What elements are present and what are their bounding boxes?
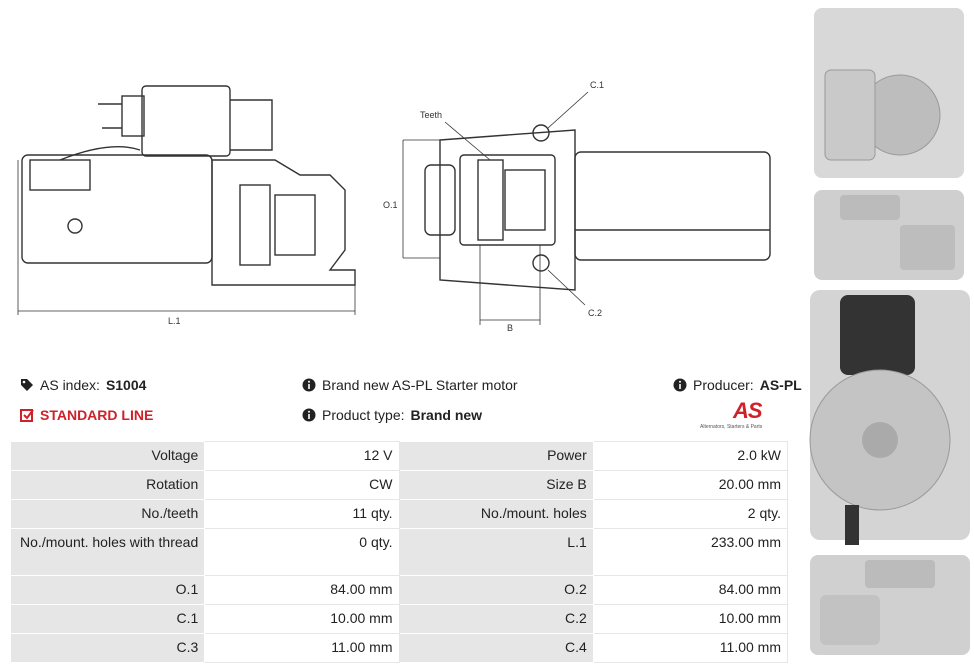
table-row: C.1 10.00 mm C.2 10.00 mm <box>9 604 789 634</box>
info-icon <box>302 408 316 422</box>
tags-icon <box>21 379 33 391</box>
info-icon <box>673 378 687 392</box>
table-row: O.1 84.00 mm O.2 84.00 mm <box>9 575 789 605</box>
spec-key: Rotation <box>9 470 206 500</box>
photo-side-view <box>814 190 964 280</box>
spec-key: O.1 <box>9 575 206 605</box>
c2-label: C.2 <box>588 308 602 318</box>
spec-value: 2.0 kW <box>592 441 789 471</box>
spec-key: No./mount. holes <box>398 499 594 529</box>
spec-key: No./teeth <box>9 499 206 529</box>
table-row: No./mount. holes with thread 0 qty. L.1 … <box>9 528 789 576</box>
product-type-label: Product type: <box>322 407 405 423</box>
spec-key: C.4 <box>398 633 594 663</box>
spec-value: 11 qty. <box>204 499 400 529</box>
photo-full-side-view <box>810 555 970 655</box>
front-view-dimensions <box>402 91 589 325</box>
b-label: B <box>507 323 513 333</box>
spec-value: 0 qty. <box>204 528 400 576</box>
as-index-value: S1004 <box>105 377 147 393</box>
spec-value: 10.00 mm <box>204 604 400 634</box>
product-photos <box>809 8 970 655</box>
specifications-table: Voltage 12 V Power 2.0 kW Rotation CW Si… <box>9 441 789 663</box>
spec-key: O.2 <box>398 575 594 605</box>
spec-key: L.1 <box>398 528 594 576</box>
spec-value: 2 qty. <box>592 499 789 529</box>
info-icon <box>302 378 316 392</box>
spec-key: Voltage <box>9 441 206 471</box>
spec-key: Size B <box>398 470 594 500</box>
spec-key: C.1 <box>9 604 206 634</box>
as-index: AS index: S1004 <box>20 377 146 393</box>
product-description: Brand new AS-PL Starter motor <box>302 377 518 393</box>
spec-value: 20.00 mm <box>592 470 789 500</box>
spec-key: C.2 <box>398 604 594 634</box>
spec-value: 11.00 mm <box>592 633 789 663</box>
front-view-drawing <box>424 124 771 291</box>
spec-value: 84.00 mm <box>204 575 400 605</box>
standard-line-text: STANDARD LINE <box>40 407 154 423</box>
as-pl-logo-tagline: Alternators, Starters & Parts <box>700 424 763 430</box>
photo-nose-view <box>814 8 964 178</box>
as-pl-logo: AS <box>733 398 763 423</box>
spec-key: Power <box>398 441 594 471</box>
spec-value: 10.00 mm <box>592 604 789 634</box>
spec-value: 11.00 mm <box>204 633 400 663</box>
table-row: Voltage 12 V Power 2.0 kW <box>9 441 789 471</box>
spec-value: CW <box>204 470 400 500</box>
table-row: C.3 11.00 mm C.4 11.00 mm <box>9 633 789 663</box>
producer-value: AS-PL <box>759 377 802 393</box>
as-index-label: AS index: <box>40 377 100 393</box>
spec-value: 233.00 mm <box>592 528 789 576</box>
spec-key: C.3 <box>9 633 206 663</box>
producer-label: Producer: <box>693 377 754 393</box>
spec-value: 84.00 mm <box>592 575 789 605</box>
spec-value: 12 V <box>204 441 400 471</box>
table-row: No./teeth 11 qty. No./mount. holes 2 qty… <box>9 499 789 529</box>
l1-dimension <box>17 160 356 315</box>
table-row: Rotation CW Size B 20.00 mm <box>9 470 789 500</box>
spec-key: No./mount. holes with thread <box>9 528 206 576</box>
checkbox-icon <box>20 409 34 422</box>
teeth-label: Teeth <box>420 110 442 120</box>
l1-label: L.1 <box>168 316 181 326</box>
c1-label: C.1 <box>590 80 604 90</box>
photo-rear-view <box>809 290 970 545</box>
technical-drawings: L.1 O.1 Teeth C.1 C.2 B <box>17 80 771 333</box>
standard-line-badge: STANDARD LINE <box>20 407 153 423</box>
product-type-value: Brand new <box>410 407 483 423</box>
side-view-drawing <box>21 85 356 286</box>
o1-label: O.1 <box>383 200 398 210</box>
product-type: Product type: Brand new <box>302 407 482 423</box>
description-text: Brand new AS-PL Starter motor <box>322 377 518 393</box>
producer: Producer: AS-PL <box>673 377 802 393</box>
